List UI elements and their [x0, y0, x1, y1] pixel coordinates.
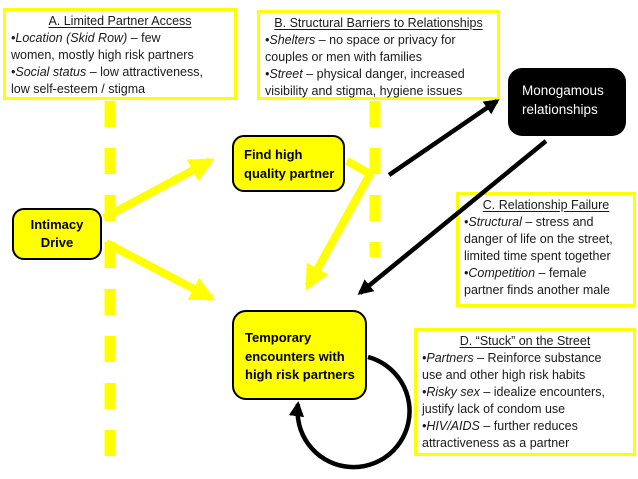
- callout-d-title: D. “Stuck” on the Street: [459, 334, 591, 348]
- callout-d-stuck-on-street: D. “Stuck” on the Street •Partners – Rei…: [414, 328, 636, 456]
- callout-a-limited-partner-access: A. Limited Partner Access •Location (Ski…: [3, 8, 237, 100]
- arrow-intimacy-to-temporary: [104, 239, 216, 302]
- callout-c-title: C. Relationship Failure: [482, 198, 610, 212]
- node-temporary-encounters: Temporary encounters with high risk part…: [232, 310, 367, 400]
- callout-a-title: A. Limited Partner Access: [48, 14, 192, 28]
- node-monogamous-relationships: Monogamous relationships: [508, 68, 626, 136]
- arrow-find-to-monogamous: [387, 99, 500, 177]
- callout-b-title: B. Structural Barriers to Relationships: [274, 16, 483, 30]
- node-intimacy-drive: Intimacy Drive: [12, 208, 102, 260]
- callout-b-structural-barriers: B. Structural Barriers to Relationships …: [257, 10, 500, 100]
- callout-c-relationship-failure: C. Relationship Failure •Structural – st…: [456, 192, 636, 307]
- node-find-high-quality-partner: Find high quality partner: [232, 135, 345, 192]
- arrow-intimacy-to-find: [102, 157, 215, 222]
